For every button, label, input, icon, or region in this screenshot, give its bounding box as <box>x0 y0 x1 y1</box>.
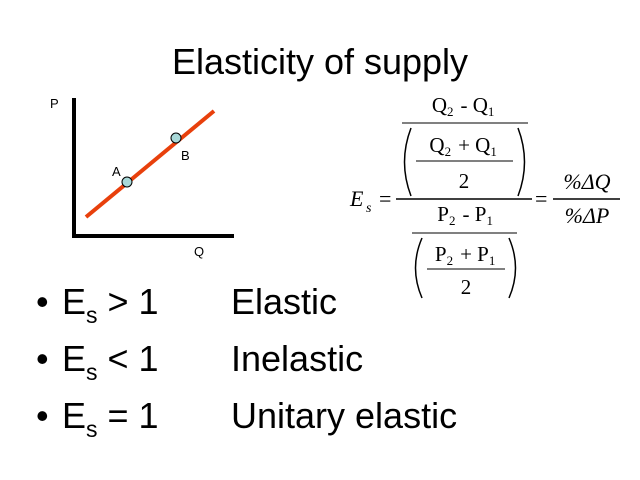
es-subscript: s <box>366 201 372 216</box>
bullet-meaning: Unitary elastic <box>231 395 458 436</box>
point-b <box>170 132 182 144</box>
bullet-dot: • <box>36 281 49 322</box>
x-axis-label: Q <box>194 244 204 259</box>
point-b-label: B <box>181 148 190 163</box>
slide-title: Elasticity of supply <box>171 41 469 82</box>
rhs-denominator: %ΔP <box>565 203 610 228</box>
point-a-label: A <box>112 164 121 179</box>
es-symbol: E <box>349 186 364 211</box>
bullet-dot: • <box>36 338 49 379</box>
denominator-right-paren <box>508 237 517 299</box>
numerator-right-paren <box>517 127 526 197</box>
denominator-divisor: 2 <box>461 275 472 299</box>
rhs-equals-sign: = <box>535 186 547 211</box>
denominator-left-paren <box>414 237 423 299</box>
numerator-difference: Q2 - Q1 <box>432 93 496 119</box>
supply-curve <box>84 109 216 219</box>
bullet-meaning: Elastic <box>231 281 338 322</box>
denominator-sum: P2 + P1 <box>435 242 497 268</box>
y-axis-label: P <box>50 96 59 111</box>
bullet-condition: Es = 1 <box>62 395 159 442</box>
bullet-meaning: Inelastic <box>231 338 364 379</box>
lhs-equals-sign: = <box>379 186 391 211</box>
bullet-condition: Es > 1 <box>62 281 159 328</box>
point-a <box>121 176 133 188</box>
rhs-numerator: %ΔQ <box>563 169 610 194</box>
denominator-difference: P2 - P1 <box>437 202 494 228</box>
numerator-divisor: 2 <box>459 169 470 193</box>
bullet-dot: • <box>36 395 49 436</box>
bullet-condition: Es < 1 <box>62 338 159 385</box>
numerator-left-paren <box>403 127 412 197</box>
numerator-sum: Q2 + Q1 <box>429 133 498 159</box>
